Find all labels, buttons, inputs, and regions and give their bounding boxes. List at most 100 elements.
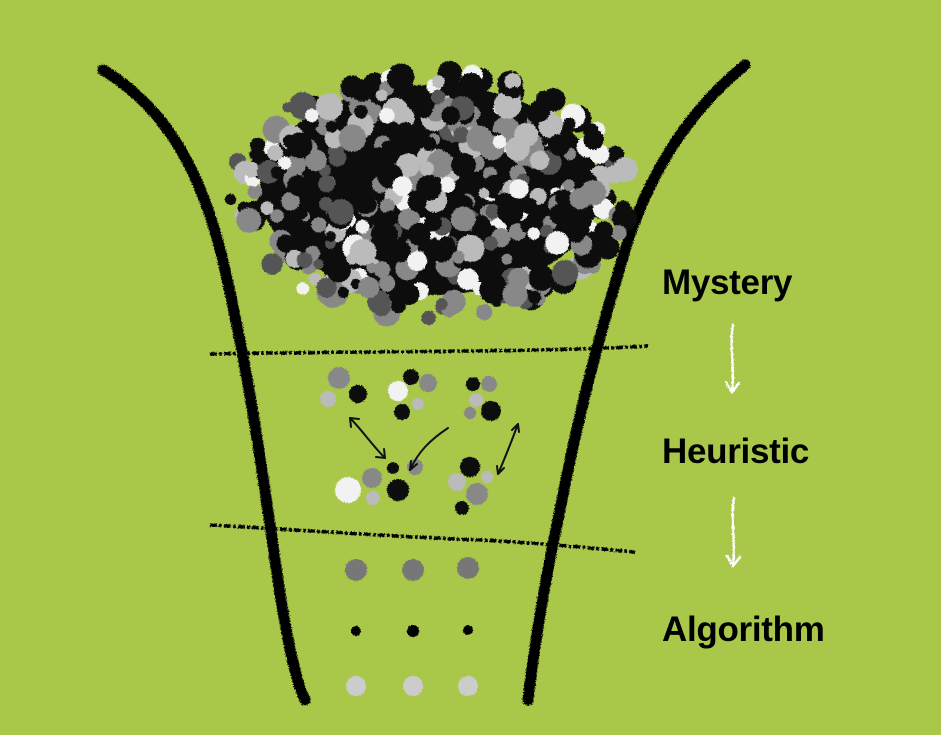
- dot: [328, 199, 354, 225]
- dot: [435, 298, 448, 311]
- dot: [286, 132, 313, 159]
- double-arrow-icon: [497, 423, 519, 475]
- dot: [563, 117, 576, 130]
- dot: [528, 265, 555, 291]
- dot: [325, 120, 338, 133]
- dot: [481, 376, 497, 392]
- dot: [528, 100, 551, 122]
- dot: [375, 89, 388, 102]
- dot: [548, 134, 571, 156]
- dot: [383, 210, 399, 226]
- dot: [485, 204, 501, 220]
- dot: [407, 625, 419, 637]
- dot: [325, 231, 336, 242]
- dot: [492, 135, 507, 149]
- dot: [514, 122, 539, 148]
- dot: [313, 217, 326, 230]
- dot: [349, 238, 377, 266]
- dot: [345, 559, 367, 581]
- dot: [563, 179, 575, 191]
- dot: [612, 205, 638, 232]
- dot: [387, 479, 409, 501]
- dot: [508, 86, 521, 99]
- dot: [545, 114, 563, 133]
- dot: [424, 213, 442, 232]
- dot: [308, 272, 322, 286]
- dot: [337, 286, 349, 299]
- dot: [305, 149, 327, 172]
- dot: [338, 124, 367, 152]
- dot: [497, 197, 524, 225]
- dot: [313, 259, 324, 270]
- dot: [469, 393, 483, 407]
- dot: [260, 201, 274, 215]
- dot: [611, 225, 627, 241]
- dot: [387, 462, 399, 474]
- funnel-left-wall: [97, 64, 311, 706]
- mystery-dot-cloud: [224, 60, 638, 327]
- dot: [295, 206, 308, 220]
- dot: [504, 73, 522, 90]
- dot: [270, 166, 284, 179]
- dot: [278, 156, 292, 170]
- dot: [400, 79, 413, 92]
- dot: [481, 471, 493, 483]
- dot: [526, 258, 538, 270]
- dot: [366, 491, 380, 505]
- dot: [549, 203, 571, 226]
- dot: [439, 177, 456, 193]
- dot: [422, 136, 437, 151]
- dot: [502, 281, 528, 307]
- dot: [416, 175, 442, 201]
- dot: [517, 238, 530, 251]
- dot: [254, 149, 266, 160]
- dot: [453, 126, 470, 143]
- dot: [464, 407, 476, 419]
- dot: [354, 105, 368, 119]
- dot: [551, 259, 579, 287]
- dot: [392, 176, 413, 197]
- dot: [250, 137, 266, 153]
- dot: [243, 161, 260, 178]
- dot: [509, 179, 529, 199]
- dot: [346, 676, 366, 696]
- dot: [407, 251, 427, 271]
- dot: [434, 148, 445, 159]
- dot: [281, 192, 300, 211]
- dot: [379, 275, 396, 292]
- dot: [293, 97, 305, 110]
- dot: [569, 188, 591, 210]
- dot: [276, 234, 295, 253]
- dot: [270, 209, 284, 223]
- dot: [570, 209, 592, 231]
- dot: [355, 219, 370, 234]
- funnel-right-wall: [522, 59, 751, 706]
- dot: [296, 282, 310, 295]
- dot: [328, 148, 347, 167]
- dot: [448, 473, 466, 491]
- dot: [478, 188, 490, 199]
- dot: [402, 559, 424, 581]
- dot: [501, 253, 513, 265]
- dot: [458, 72, 484, 98]
- heuristic-arrows: [349, 417, 520, 475]
- dot: [483, 236, 498, 251]
- dot: [379, 198, 395, 214]
- dot: [372, 297, 391, 317]
- dot: [388, 239, 411, 263]
- dot: [367, 147, 390, 170]
- dot: [247, 184, 263, 200]
- dot: [362, 468, 382, 488]
- arrow-icon: [409, 427, 449, 471]
- dot: [403, 676, 423, 696]
- dot: [412, 398, 424, 410]
- dot: [443, 77, 460, 94]
- dot: [521, 197, 538, 215]
- heuristic-dots: [320, 367, 501, 515]
- dot: [430, 89, 446, 104]
- dot: [328, 367, 350, 389]
- dot: [351, 626, 361, 636]
- dot: [415, 101, 433, 119]
